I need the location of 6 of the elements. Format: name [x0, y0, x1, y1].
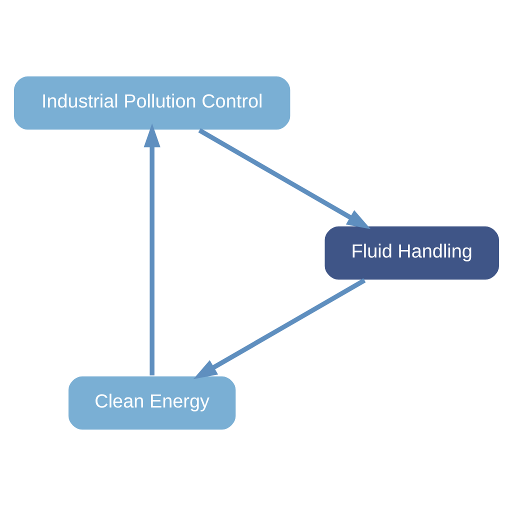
arrow — [144, 123, 160, 376]
node-box: Clean Energy — [67, 375, 237, 431]
arrow — [193, 278, 366, 380]
node-box: Industrial Pollution Control — [12, 75, 292, 131]
node-box: Fluid Handling — [324, 225, 500, 281]
arrow — [198, 128, 371, 230]
